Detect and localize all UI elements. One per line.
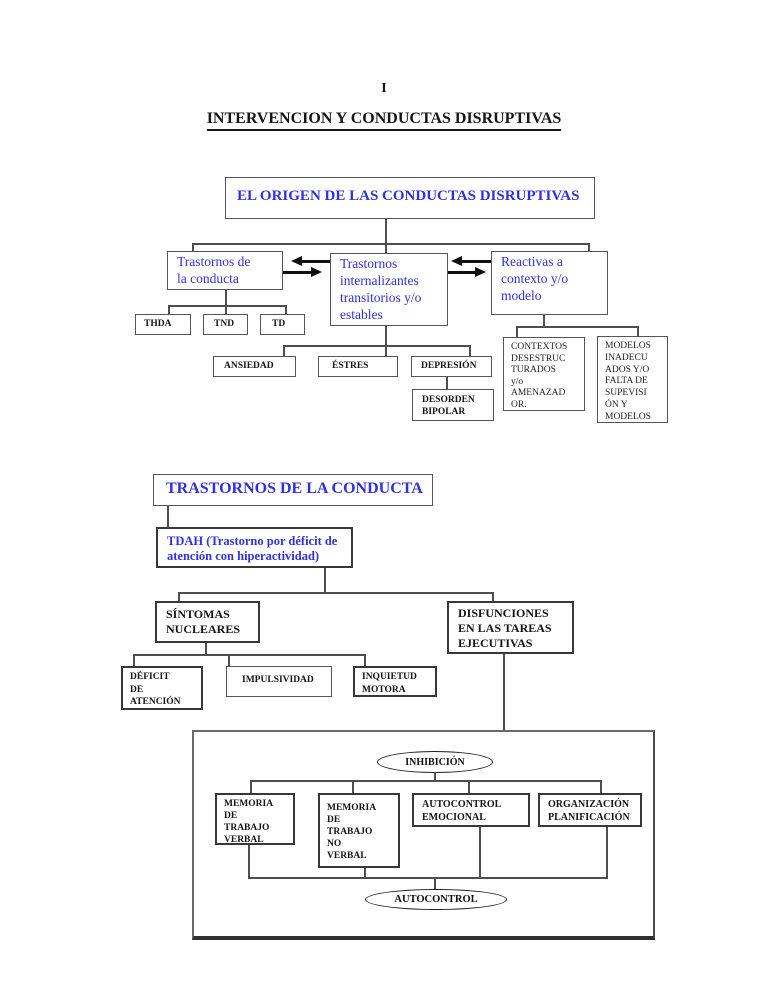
connector-line xyxy=(285,305,287,314)
connector-line xyxy=(600,780,602,793)
connector-line xyxy=(205,643,207,654)
arrow-line xyxy=(302,260,330,263)
arrow-line xyxy=(448,271,475,274)
box-modelos-inadecuados: MODELOS INADECU ADOS Y/O FALTA DE SUPEVI… xyxy=(597,336,668,423)
box-memoria-trabajo-verbal: MEMORIA DE TRABAJO VERBAL xyxy=(215,793,295,845)
box-depresion: DEPRESIÓN xyxy=(411,356,492,377)
arrow-line xyxy=(462,260,491,263)
box-contextos-desestructurados: CONTEXTOS DESESTRUC TURADOS y/o AMENAZAD… xyxy=(503,337,585,411)
connector-line xyxy=(385,243,387,254)
connector-line xyxy=(133,654,135,666)
box-deficit-atencion: DÉFICIT DE ATENCIÓN xyxy=(121,666,203,710)
box-origen-conductas: EL ORIGEN DE LAS CONDUCTAS DISRUPTIVAS xyxy=(225,177,595,219)
box-desorden-bipolar: DESORDEN BIPOLAR xyxy=(412,389,494,421)
box-tdah: TDAH (Trastorno por déficit de atención … xyxy=(156,527,353,568)
connector-line xyxy=(168,305,170,314)
connector-line xyxy=(479,827,481,878)
box-trastornos-conducta-header: TRASTORNOS DE LA CONDUCTA xyxy=(153,474,433,506)
connector-line xyxy=(516,326,639,328)
connector-line xyxy=(588,243,590,252)
connector-line xyxy=(167,506,169,527)
right-arrow-icon xyxy=(475,267,486,277)
box-disfunciones-ejecutivas: DISFUNCIONES EN LAS TAREAS EJECUTIVAS xyxy=(447,601,574,654)
connector-line xyxy=(543,315,545,326)
connector-line xyxy=(168,305,287,307)
ellipse-inhibicion: INHIBICIÓN xyxy=(377,751,493,773)
arrow-line xyxy=(283,271,311,274)
connector-line xyxy=(606,827,608,878)
box-reactivas-contexto: Reactivas a contexto y/o modelo xyxy=(491,251,608,315)
connector-line xyxy=(248,877,608,879)
box-sintomas-nucleares: SÍNTOMAS NUCLEARES xyxy=(155,601,260,643)
connector-line xyxy=(364,868,366,878)
left-arrow-icon xyxy=(291,256,302,266)
connector-line xyxy=(178,592,180,601)
box-organizacion-planificacion: ORGANIZACIÓN PLANIFICACIÓN xyxy=(538,793,642,827)
box-autocontrol-emocional: AUTOCONTROL EMOCIONAL xyxy=(412,793,530,827)
connector-line xyxy=(248,845,250,878)
connector-line xyxy=(434,772,436,781)
connector-line xyxy=(385,326,387,356)
page-title: INTERVENCION Y CONDUCTAS DISRUPTIVAS xyxy=(0,110,768,131)
connector-line xyxy=(385,219,387,243)
connector-line xyxy=(364,654,366,666)
connector-line xyxy=(225,290,227,314)
box-ansiedad: ANSIEDAD xyxy=(213,356,296,377)
box-trastornos-conducta: Trastornos de la conducta xyxy=(167,251,283,290)
connector-line xyxy=(503,654,505,730)
box-tnd: TND xyxy=(203,314,248,335)
left-arrow-icon xyxy=(451,256,462,266)
connector-line xyxy=(352,780,354,793)
connector-line xyxy=(434,877,436,890)
connector-line xyxy=(446,377,448,389)
ellipse-autocontrol: AUTOCONTROL xyxy=(365,889,507,910)
connector-line xyxy=(492,592,494,601)
box-trastornos-internalizantes: Trastornos internalizantes transitorios … xyxy=(330,253,448,326)
connector-line xyxy=(516,326,518,337)
box-impulsividad: IMPULSIVIDAD xyxy=(226,666,332,697)
connector-line xyxy=(133,654,366,656)
box-inquietud-motora: INQUIETUD MOTORA xyxy=(353,666,437,697)
box-memoria-trabajo-no-verbal: MEMORIA DE TRABAJO NO VERBAL xyxy=(318,793,400,868)
page-title-text: INTERVENCION Y CONDUCTAS DISRUPTIVAS xyxy=(206,110,562,131)
box-estres: ÉSTRES xyxy=(318,356,398,377)
connector-line xyxy=(178,592,494,594)
connector-line xyxy=(228,654,230,666)
connector-line xyxy=(468,780,470,793)
connector-line xyxy=(283,345,471,347)
connector-line xyxy=(250,780,252,793)
box-thda: THDA xyxy=(135,314,191,335)
connector-line xyxy=(637,326,639,336)
right-arrow-icon xyxy=(311,267,322,277)
connector-line xyxy=(469,345,471,356)
connector-line xyxy=(192,243,194,252)
connector-line xyxy=(324,568,326,592)
page-number: I xyxy=(381,81,387,96)
connector-line xyxy=(250,780,602,782)
connector-line xyxy=(283,345,285,356)
box-td: TD xyxy=(260,314,305,335)
connector-line xyxy=(192,243,590,245)
